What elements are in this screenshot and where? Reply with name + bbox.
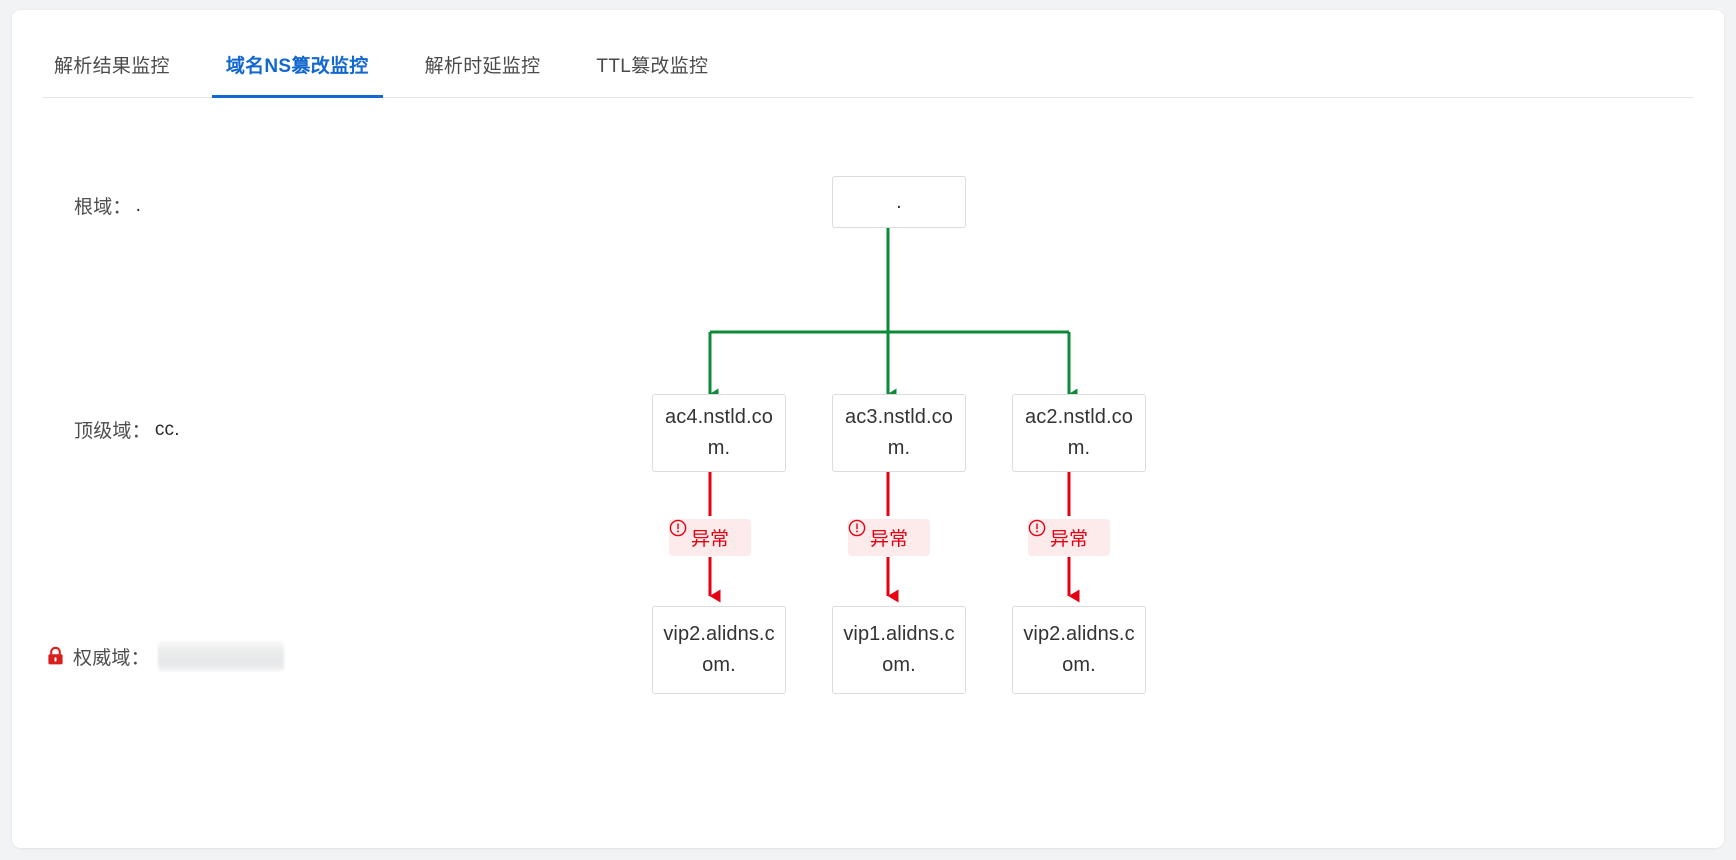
root-domain-value: . — [135, 194, 142, 216]
tree-node-tld-2[interactable]: ac3.nstld.com. — [832, 394, 966, 472]
lock-icon — [46, 646, 65, 666]
tab-ttl-tamper[interactable]: TTL篡改监控 — [596, 56, 709, 77]
tab-bar: 解析结果监控 域名NS篡改监控 解析时延监控 TTL篡改监控 — [12, 10, 1724, 98]
status-badge-1: 异常 — [669, 519, 751, 556]
status-badge-label-2: 异常 — [869, 529, 908, 550]
tree-node-auth-1[interactable]: vip2.alidns.com. — [652, 606, 786, 694]
tab-resolution-latency[interactable]: 解析时延监控 — [424, 56, 541, 77]
status-badge-label-3: 异常 — [1049, 529, 1088, 550]
status-badge-3: 异常 — [1028, 519, 1110, 556]
status-badge-2: 异常 — [848, 519, 930, 556]
authoritative-domain-value-redacted — [157, 641, 284, 671]
tab-resolution-result[interactable]: 解析结果监控 — [54, 56, 170, 77]
row-label-tld-domain: 顶级域： cc. — [74, 416, 180, 443]
tab-ns-tamper[interactable]: 域名NS篡改监控 — [211, 57, 383, 98]
tree-connectors — [708, 227, 1080, 603]
tree-node-auth-2[interactable]: vip1.alidns.com. — [832, 606, 966, 694]
tld-domain-value: cc. — [154, 418, 180, 440]
tree-node-root[interactable]: . — [832, 176, 966, 228]
exclamation-circle-icon — [848, 519, 866, 537]
tree-node-tld-1[interactable]: ac4.nstld.com. — [652, 394, 786, 472]
authoritative-domain-label: 权威域： — [73, 647, 150, 669]
tree-node-tld-3[interactable]: ac2.nstld.com. — [1012, 394, 1146, 472]
tld-domain-label: 顶级域： — [74, 421, 151, 442]
tree-node-auth-3[interactable]: vip2.alidns.com. — [1012, 606, 1146, 694]
row-label-authoritative-domain: 权威域： — [46, 641, 284, 671]
exclamation-circle-icon — [669, 519, 687, 537]
exclamation-circle-icon — [1028, 519, 1046, 537]
status-badge-label-1: 异常 — [690, 529, 729, 550]
root-domain-label: 根域： — [74, 197, 132, 218]
row-label-root-domain: 根域： . — [74, 192, 141, 219]
ns-tree-diagram: . ac4.nstld.com. ac3.nstld.com. ac2.nstl… — [12, 10, 1724, 848]
monitoring-card: 解析结果监控 域名NS篡改监控 解析时延监控 TTL篡改监控 根域： . 顶级域… — [12, 10, 1724, 848]
